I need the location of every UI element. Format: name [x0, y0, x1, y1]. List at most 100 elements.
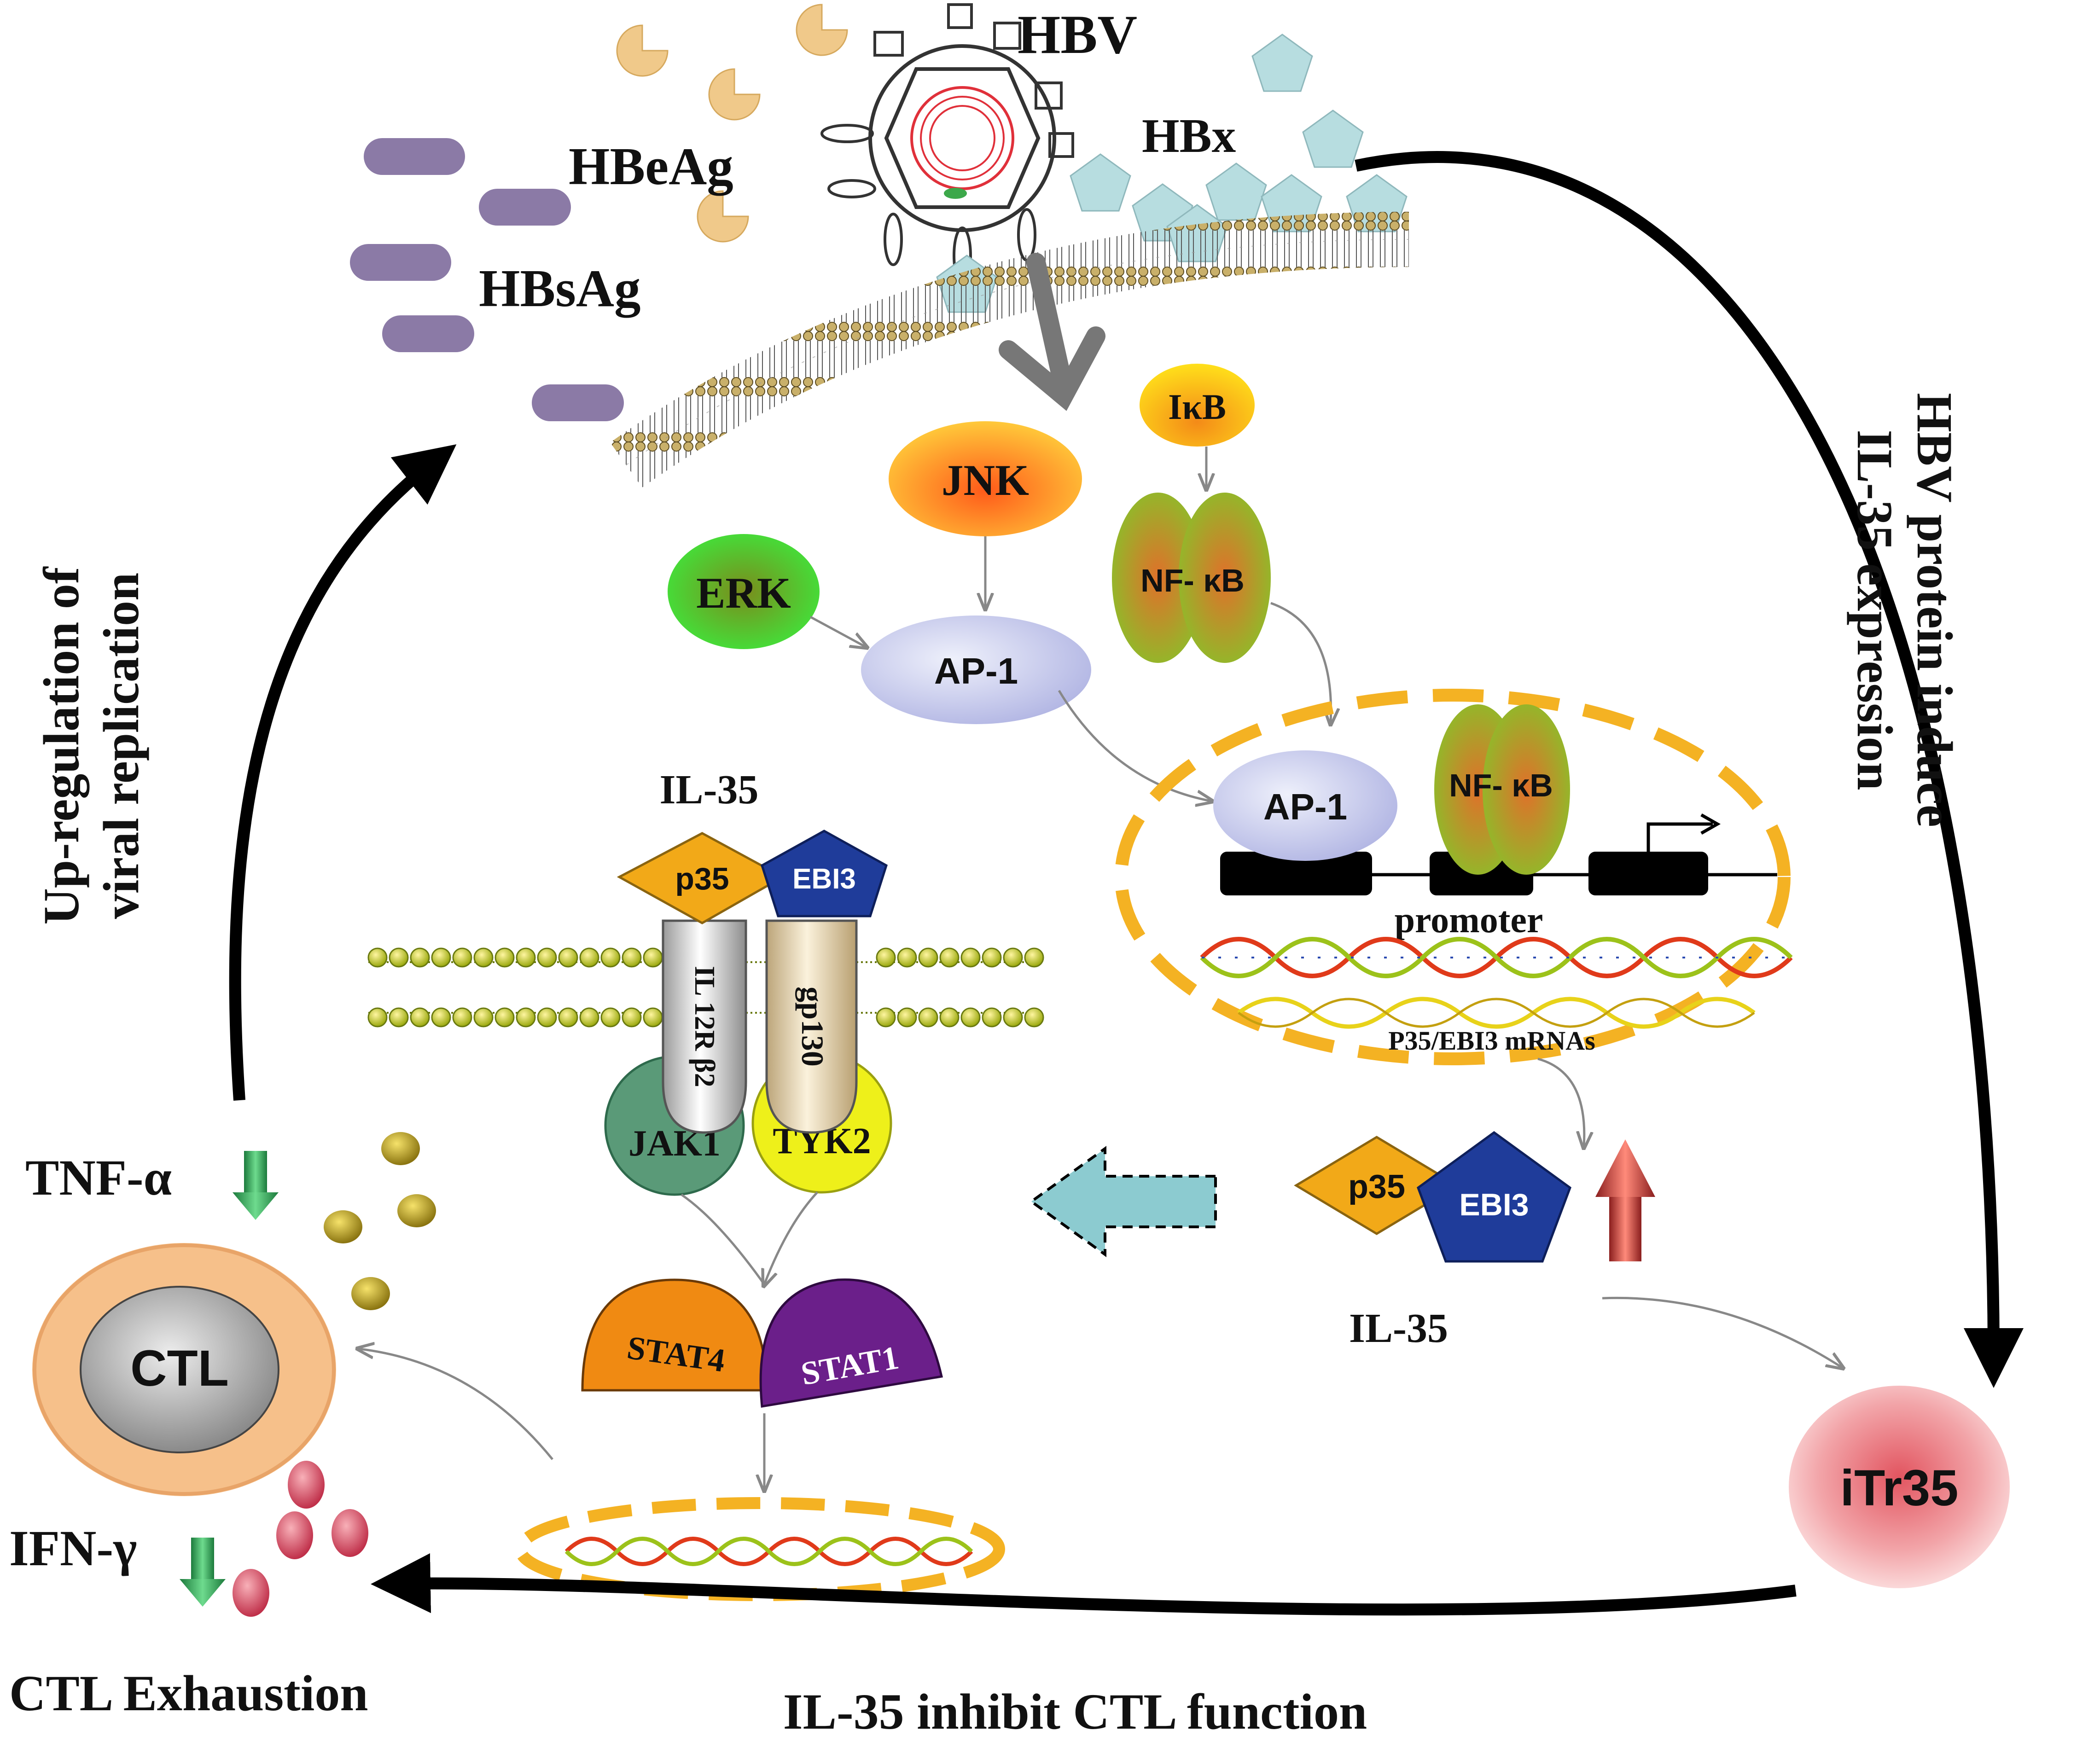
- itr35-cell: iTr35: [1789, 1386, 2010, 1588]
- dna-helix-lower: [564, 1537, 973, 1566]
- membrane-bead: [367, 1007, 388, 1028]
- receptor-ebi3: EBI3: [760, 830, 888, 917]
- membrane-bead: [452, 1007, 472, 1028]
- membrane-bead: [494, 1007, 515, 1028]
- membrane-bead: [982, 1007, 1002, 1028]
- il12rb2-receptor: IL 12R β2: [662, 919, 747, 1134]
- membrane-bead: [622, 947, 642, 968]
- mrna-strand: [1237, 997, 1756, 1029]
- svg-text:HBV protein induce: HBV protein induce: [1907, 393, 1963, 827]
- hbsag-label: HBsAg: [479, 259, 640, 318]
- membrane-bead: [876, 947, 896, 968]
- membrane-bead: [643, 947, 663, 968]
- entry-arrow: [999, 253, 1105, 411]
- svg-text:AP-1: AP-1: [934, 650, 1018, 691]
- upregulation-arrow: [1595, 1139, 1655, 1261]
- membrane-bead: [897, 947, 917, 968]
- svg-text:viral replication: viral replication: [93, 573, 149, 919]
- svg-text:AP-1: AP-1: [1263, 786, 1347, 827]
- membrane-bead: [389, 1007, 409, 1028]
- nfkb-node: NF- κB: [1112, 493, 1271, 663]
- membrane-bead: [558, 947, 578, 968]
- membrane-bead: [876, 1007, 896, 1028]
- membrane-bead: [1003, 947, 1023, 968]
- hbv-title: HBV: [1018, 4, 1137, 65]
- tnf-down-arrow: [233, 1151, 279, 1220]
- receptor-il35-label: IL-35: [659, 767, 758, 813]
- exhaustion-label: CTL Exhaustion: [9, 1665, 368, 1721]
- svg-text:gp130: gp130: [795, 987, 830, 1067]
- right-arrow-caption: HBV protein induce IL-35 expression: [1847, 393, 1963, 827]
- nuclear-ap1: AP-1: [1213, 750, 1397, 861]
- stat4-node: STAT4: [581, 1278, 768, 1392]
- svg-text:EBI3: EBI3: [792, 863, 856, 895]
- membrane-bead: [389, 947, 409, 968]
- membrane-bead: [516, 947, 536, 968]
- cell-membrane-curved: [610, 212, 1409, 488]
- membrane-bead: [960, 947, 981, 968]
- membrane-bead: [473, 947, 494, 968]
- gp130-receptor: gp130: [765, 919, 858, 1134]
- left-arrow-caption: Up-regulation of viral replication: [33, 566, 149, 925]
- ifn-down-arrow: [180, 1538, 226, 1607]
- membrane-bead: [579, 1007, 599, 1028]
- membrane-bead: [939, 1007, 960, 1028]
- svg-text:IL-35 expression: IL-35 expression: [1847, 430, 1903, 790]
- membrane-bead: [1024, 1007, 1044, 1028]
- nuclear-nfkb: NF- κB: [1434, 704, 1570, 875]
- target-gene-nucleus: [514, 1497, 1005, 1601]
- secreted-ebi3: EBI3: [1416, 1131, 1572, 1263]
- hbsag-particles: [350, 138, 624, 421]
- membrane-bead: [494, 947, 515, 968]
- membrane-bead: [452, 947, 472, 968]
- svg-text:IL 12R β2: IL 12R β2: [689, 966, 720, 1087]
- membrane-bead: [367, 947, 388, 968]
- ifn-label: IFN-γ: [9, 1520, 137, 1576]
- erk-node: ERK: [668, 534, 820, 649]
- membrane-bead: [622, 1007, 642, 1028]
- stat1-node: STAT1: [759, 1278, 943, 1408]
- membrane-bead: [431, 947, 451, 968]
- membrane-bead: [960, 1007, 981, 1028]
- membrane-bead: [918, 947, 938, 968]
- hbeag-label: HBeAg: [569, 137, 733, 196]
- lower-membrane-beads: [367, 947, 1044, 1028]
- bottom-arrow-caption: IL-35 inhibit CTL function: [783, 1684, 1367, 1740]
- membrane-bead: [579, 947, 599, 968]
- membrane-bead: [537, 1007, 557, 1028]
- membrane-bead: [410, 947, 430, 968]
- svg-text:p35: p35: [675, 861, 729, 896]
- membrane-bead: [537, 947, 557, 968]
- membrane-bead: [600, 947, 621, 968]
- membrane-bead: [516, 1007, 536, 1028]
- membrane-bead: [431, 1007, 451, 1028]
- svg-text:IκB: IκB: [1168, 387, 1226, 427]
- secreted-p35: p35: [1294, 1136, 1460, 1235]
- hbv-virion: [820, 3, 1074, 285]
- svg-text:iTr35: iTr35: [1840, 1460, 1959, 1516]
- upregulation-replication-arrow: [229, 444, 457, 1101]
- tnf-label: TNF-α: [25, 1150, 172, 1206]
- ap1-node: AP-1: [861, 616, 1091, 724]
- hbv-induces-il35-arrow: [1355, 151, 2024, 1388]
- membrane-bead: [600, 1007, 621, 1028]
- svg-text:EBI3: EBI3: [1459, 1187, 1529, 1222]
- hbeag-particles: [616, 4, 848, 243]
- membrane-bead: [982, 947, 1002, 968]
- membrane-bead: [643, 1007, 663, 1028]
- svg-text:NF- κB: NF- κB: [1140, 563, 1245, 598]
- membrane-bead: [939, 947, 960, 968]
- tnf-dots: [324, 1132, 436, 1310]
- secreted-il35-label: IL-35: [1349, 1306, 1448, 1351]
- svg-text:JNK: JNK: [942, 456, 1029, 505]
- il35-inhibit-ctl-arrow: [371, 1553, 1797, 1616]
- membrane-bead: [1024, 947, 1044, 968]
- ikb-node: IκB: [1140, 364, 1255, 447]
- nucleus: [1115, 689, 1791, 1065]
- promoter-label: promoter: [1395, 900, 1543, 941]
- membrane-bead: [1003, 1007, 1023, 1028]
- svg-text:NF- κB: NF- κB: [1449, 767, 1553, 803]
- svg-text:ERK: ERK: [696, 569, 791, 617]
- membrane-bead: [897, 1007, 917, 1028]
- membrane-bead: [410, 1007, 430, 1028]
